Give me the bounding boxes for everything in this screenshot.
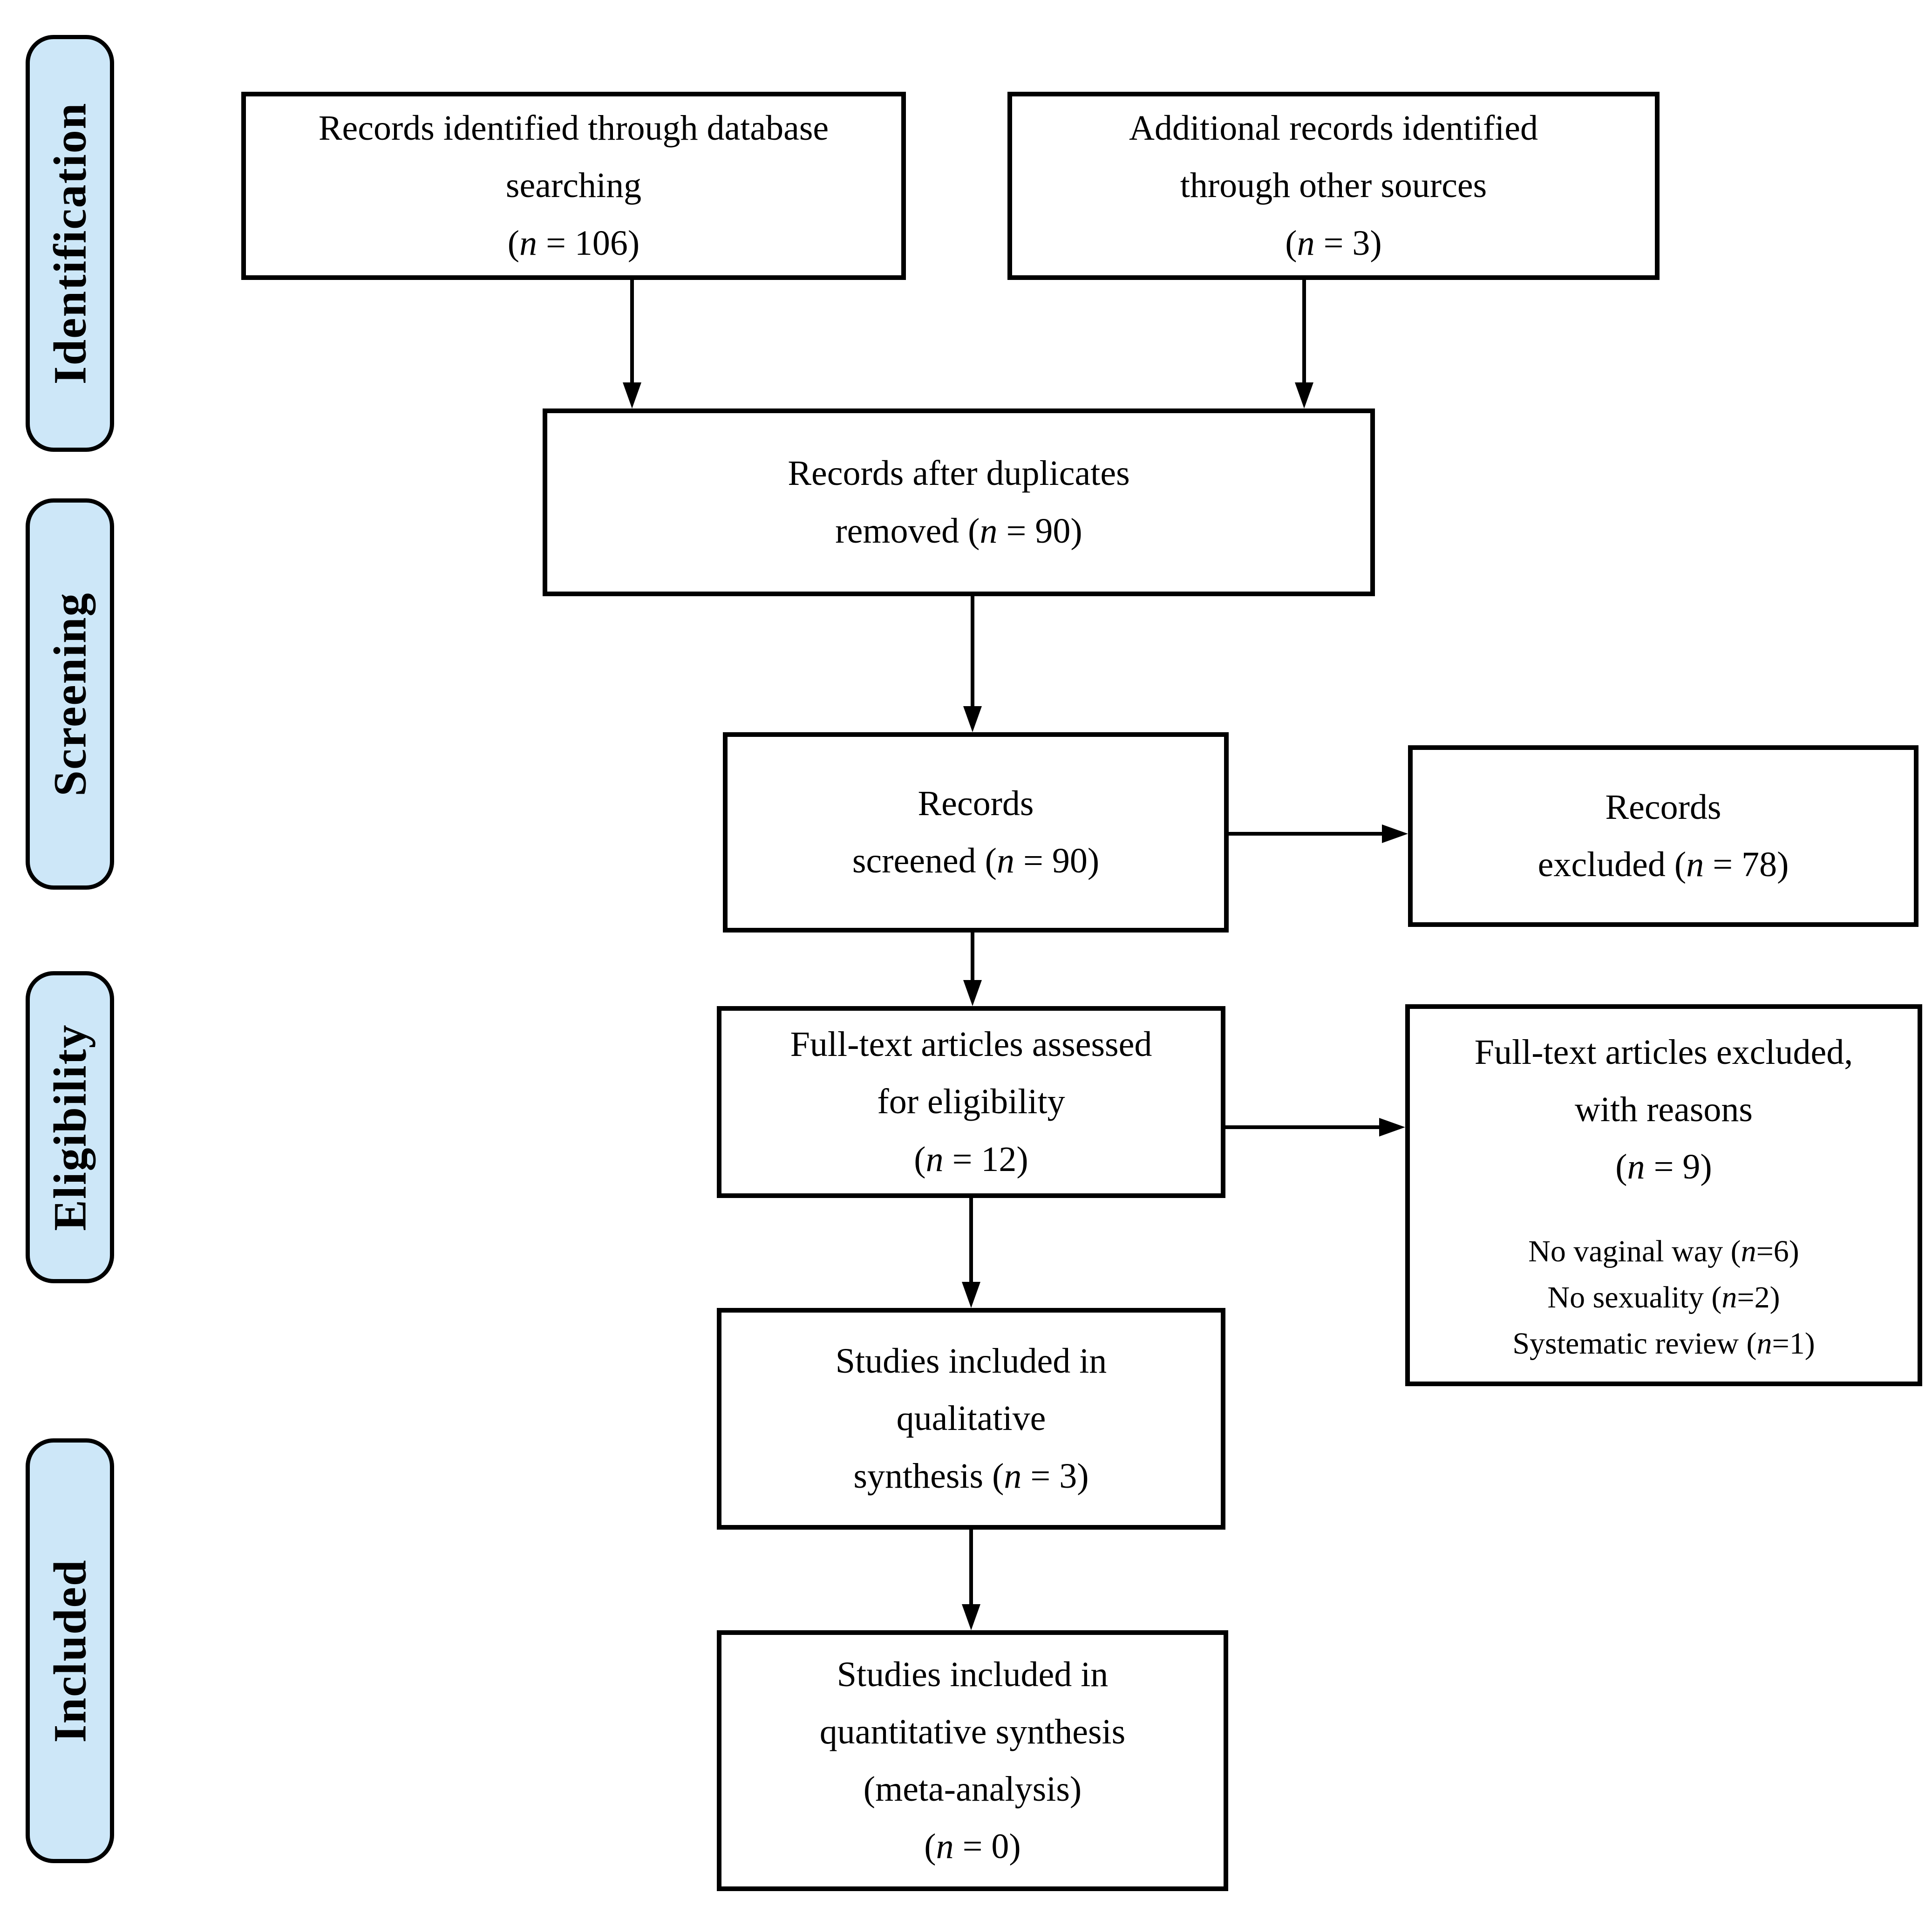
arrow-line bbox=[1229, 832, 1385, 836]
stage-included-label: Included bbox=[44, 1559, 96, 1743]
box-fulltext-assessed-text: Full-text articles assessed for eligibili… bbox=[790, 1016, 1152, 1188]
arrow-line bbox=[969, 1530, 973, 1606]
box-text-line: Records bbox=[918, 783, 1034, 823]
stage-screening: Screening bbox=[26, 498, 114, 890]
box-text-line: searching bbox=[505, 166, 642, 205]
arrow-qualitative-to-quantitative bbox=[962, 1530, 980, 1630]
arrow-down-head bbox=[963, 980, 982, 1006]
stage-screening-label: Screening bbox=[44, 592, 96, 796]
box-qualitative-synthesis-text: Studies included in qualitative synthesis … bbox=[836, 1333, 1107, 1504]
box-records-excluded: Records excluded (n = 78) bbox=[1408, 745, 1918, 927]
box-text-line: through other sources bbox=[1180, 166, 1487, 205]
box-text-line: No sexuality (n=2) bbox=[1547, 1280, 1780, 1315]
arrow-line bbox=[971, 933, 974, 982]
stage-eligibility-label: Eligibility bbox=[44, 1023, 96, 1231]
arrow-down-head bbox=[963, 706, 982, 732]
arrow-line bbox=[971, 596, 974, 708]
box-text-line: (n = 0) bbox=[924, 1827, 1021, 1866]
arrow-fulltext-to-qualitative bbox=[962, 1198, 980, 1308]
box-text-line: Records identified through database bbox=[318, 109, 829, 148]
box-text-line: excluded (n = 78) bbox=[1537, 845, 1789, 884]
box-additional-records-text: Additional records identified through oth… bbox=[1129, 100, 1538, 272]
arrow-identified-to-duplicates bbox=[623, 279, 641, 408]
box-quantitative-synthesis: Studies included in quantitative synthesi… bbox=[717, 1630, 1228, 1891]
box-text-line: Systematic review (n=1) bbox=[1512, 1327, 1815, 1361]
box-text-line: Full-text articles excluded, bbox=[1474, 1032, 1853, 1072]
arrow-right-head bbox=[1382, 824, 1408, 843]
arrow-screened-to-excluded bbox=[1229, 824, 1408, 843]
box-text-line: Additional records identified bbox=[1129, 109, 1538, 148]
box-text-line: Records after duplicates bbox=[788, 454, 1130, 493]
arrow-screened-to-fulltext bbox=[963, 933, 982, 1006]
box-text-line: (n = 12) bbox=[914, 1139, 1028, 1179]
box-text-line: synthesis (n = 3) bbox=[853, 1456, 1089, 1496]
box-fulltext-excluded: Full-text articles excluded, with reasons… bbox=[1405, 1004, 1922, 1386]
arrow-down-head bbox=[623, 382, 641, 408]
box-text-line: (n = 106) bbox=[507, 223, 640, 263]
box-records-screened-text: Records screened (n = 90) bbox=[852, 775, 1099, 890]
arrow-line bbox=[1302, 279, 1306, 384]
box-text-line: Full-text articles assessed bbox=[790, 1025, 1152, 1064]
box-records-excluded-text: Records excluded (n = 78) bbox=[1538, 779, 1789, 893]
box-text-line: No vaginal way (n=6) bbox=[1528, 1234, 1799, 1269]
arrow-down-head bbox=[962, 1282, 980, 1308]
arrow-additional-to-duplicates bbox=[1295, 279, 1313, 408]
box-quantitative-synthesis-text: Studies included in quantitative synthesi… bbox=[820, 1646, 1125, 1875]
arrow-line bbox=[969, 1198, 973, 1284]
box-text-line: quantitative synthesis bbox=[819, 1712, 1126, 1751]
arrow-duplicates-to-screened bbox=[963, 596, 982, 732]
box-additional-records: Additional records identified through oth… bbox=[1007, 92, 1660, 280]
arrow-line bbox=[630, 279, 634, 384]
box-text-line: qualitative bbox=[896, 1399, 1046, 1438]
box-text-line: Studies included in bbox=[837, 1654, 1109, 1694]
stage-included: Included bbox=[26, 1438, 114, 1863]
box-records-identified: Records identified through database searc… bbox=[241, 92, 906, 280]
box-qualitative-synthesis: Studies included in qualitative synthesis … bbox=[717, 1308, 1225, 1530]
box-fulltext-assessed: Full-text articles assessed for eligibili… bbox=[717, 1006, 1225, 1198]
stage-identification: Identification bbox=[26, 35, 114, 452]
box-fulltext-excluded-text: Full-text articles excluded, with reasons… bbox=[1475, 1024, 1853, 1196]
stage-identification-label: Identification bbox=[44, 102, 96, 385]
box-text-line: (meta-analysis) bbox=[863, 1770, 1082, 1809]
arrow-right-head bbox=[1379, 1118, 1405, 1137]
box-duplicates-removed-text: Records after duplicates removed (n = 90) bbox=[788, 445, 1129, 559]
box-records-identified-text: Records identified through database searc… bbox=[319, 100, 829, 272]
box-text-line: Records bbox=[1605, 787, 1721, 827]
box-text-line: with reasons bbox=[1574, 1089, 1753, 1129]
box-text-line: Studies included in bbox=[835, 1341, 1107, 1381]
box-text-line: removed (n = 90) bbox=[835, 511, 1082, 551]
box-text-line: (n = 9) bbox=[1615, 1147, 1712, 1187]
stage-eligibility: Eligibility bbox=[26, 971, 114, 1283]
box-duplicates-removed: Records after duplicates removed (n = 90) bbox=[543, 408, 1375, 596]
box-text-line: screened (n = 90) bbox=[852, 841, 1100, 880]
box-records-screened: Records screened (n = 90) bbox=[723, 732, 1229, 933]
arrow-down-head bbox=[962, 1604, 980, 1630]
arrow-line bbox=[1225, 1125, 1382, 1129]
arrow-fulltext-to-fulltext-excluded bbox=[1225, 1118, 1405, 1137]
box-text-line: for eligibility bbox=[877, 1082, 1065, 1122]
box-fulltext-excluded-reasons: No vaginal way (n=6) No sexuality (n=2) Sy… bbox=[1512, 1228, 1815, 1367]
arrow-down-head bbox=[1295, 382, 1313, 408]
box-text-line: (n = 3) bbox=[1285, 223, 1382, 263]
